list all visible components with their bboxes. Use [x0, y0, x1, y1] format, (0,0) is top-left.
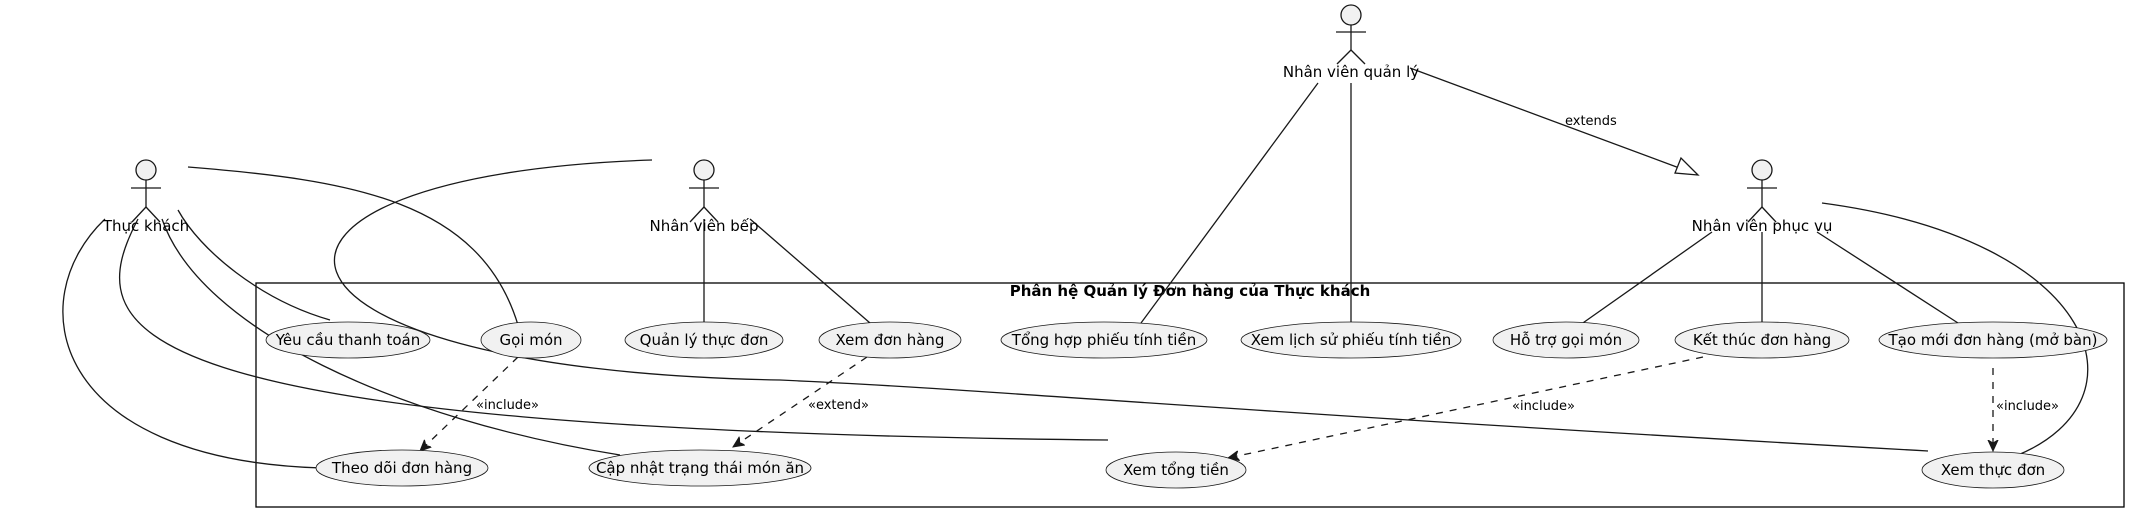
assoc-thuckhach-capnhat — [161, 218, 621, 456]
use-case-goi-mon: Gọi món — [480, 321, 582, 359]
assoc-thuckhach-xemtongtien — [119, 218, 1109, 441]
svg-text:Cập nhật trạng thái món ăn: Cập nhật trạng thái món ăn — [596, 459, 804, 477]
use-case-cap-nhat-trang-thai: Cập nhật trạng thái món ăn — [588, 449, 812, 487]
stick-figure-icon — [1336, 4, 1366, 65]
svg-text:Xem tổng tiền: Xem tổng tiền — [1123, 461, 1229, 479]
use-case-ho-tro-goi-mon: Hỗ trợ gọi món — [1492, 321, 1640, 359]
actor-label-nv-quan-ly: Nhân viên quản lý — [1283, 63, 1419, 81]
svg-text:Theo dõi đơn hàng: Theo dõi đơn hàng — [331, 459, 472, 477]
svg-text:Quản lý thực đơn: Quản lý thực đơn — [640, 331, 769, 349]
assoc-nvpv-taomoi — [1816, 231, 1959, 324]
actor-nv-quan-ly: Nhân viên quản lý — [1283, 4, 1419, 81]
use-case-quan-ly-thuc-don: Quản lý thực đơn — [624, 321, 784, 359]
svg-text:Xem đơn hàng: Xem đơn hàng — [836, 331, 945, 349]
actor-thuc-khach: Thực khách — [102, 159, 189, 235]
extend-label-1: «extend» — [808, 398, 869, 413]
generalization: extends — [1409, 67, 1700, 176]
assoc-thuckhach-yeucau — [177, 209, 331, 321]
assoc-nvpv-hotro — [1579, 231, 1713, 326]
use-case-yeu-cau-thanh-toan: Yêu cầu thanh toán — [265, 321, 431, 359]
use-case-tong-hop-phieu: Tổng hợp phiếu tính tiền — [1000, 321, 1208, 359]
svg-text:Tạo mới đơn hàng (mở bàn): Tạo mới đơn hàng (mở bàn) — [1888, 331, 2098, 349]
stick-figure-icon — [689, 159, 719, 223]
use-cases: Yêu cầu thanh toán Gọi món Quản lý thực … — [265, 321, 2108, 489]
assoc-nvbep-capnhat — [333, 159, 1929, 452]
actor-label-thuc-khach: Thực khách — [102, 217, 189, 235]
dependency-lines: «include» «extend» «include» «include» — [420, 356, 2059, 458]
svg-text:Tổng hợp phiếu tính tiền: Tổng hợp phiếu tính tiền — [1011, 331, 1196, 349]
include-label-2: «include» — [1512, 399, 1575, 414]
use-case-xem-thuc-don: Xem thực đơn — [1921, 451, 2065, 489]
assoc-nvpv-xemthucdon — [1821, 202, 2089, 456]
system-boundary-title: Phân hệ Quản lý Đơn hàng của Thực khách — [1010, 282, 1371, 300]
stick-figure-icon — [131, 159, 161, 223]
svg-text:Hỗ trợ gọi món: Hỗ trợ gọi món — [1510, 331, 1622, 349]
stick-figure-icon — [1747, 159, 1777, 223]
use-case-theo-doi-don-hang: Theo dõi đơn hàng — [315, 449, 489, 487]
actor-nv-phuc-vu: Nhân viên phục vụ — [1692, 159, 1833, 235]
include-goimon-theodoi — [420, 356, 519, 451]
assoc-thuckhach-theodoi — [62, 218, 323, 469]
actor-label-nv-bep: Nhân viên bếp — [649, 217, 758, 235]
include-label-3: «include» — [1996, 399, 2059, 414]
use-case-xem-tong-tien: Xem tổng tiền — [1105, 451, 1247, 489]
use-case-ket-thuc-don-hang: Kết thúc đơn hàng — [1674, 321, 1850, 359]
actor-label-nv-phuc-vu: Nhân viên phục vụ — [1692, 217, 1833, 235]
assoc-nvbep-xemdonhang — [749, 218, 871, 324]
assoc-nvql-tonghop — [1140, 82, 1319, 324]
svg-text:Xem lịch sử phiếu tính tiền: Xem lịch sử phiếu tính tiền — [1251, 331, 1451, 349]
include-label-1: «include» — [476, 398, 539, 413]
assoc-thuckhach-goimon — [187, 166, 519, 326]
svg-text:Xem thực đơn: Xem thực đơn — [1941, 461, 2045, 479]
actors: Thực khách Nhân viên bếp Nhân viên quản … — [102, 4, 1833, 235]
extends-line — [1409, 67, 1683, 170]
svg-text:Yêu cầu thanh toán: Yêu cầu thanh toán — [275, 331, 421, 349]
svg-text:Gọi món: Gọi món — [499, 331, 562, 349]
svg-text:Kết thúc đơn hàng: Kết thúc đơn hàng — [1693, 331, 1831, 349]
extends-arrowhead — [1674, 156, 1700, 176]
system-boundary — [255, 282, 2125, 508]
include-ketthuc-xemtongtien — [1228, 356, 1704, 458]
actor-nv-bep: Nhân viên bếp — [649, 159, 759, 235]
use-case-tao-moi-don-hang: Tạo mới đơn hàng (mở bàn) — [1878, 321, 2108, 359]
extends-label: extends — [1565, 114, 1617, 129]
use-case-xem-lich-su-phieu: Xem lịch sử phiếu tính tiền — [1240, 321, 1462, 359]
use-case-xem-don-hang: Xem đơn hàng — [818, 321, 962, 359]
association-lines — [62, 82, 2089, 469]
